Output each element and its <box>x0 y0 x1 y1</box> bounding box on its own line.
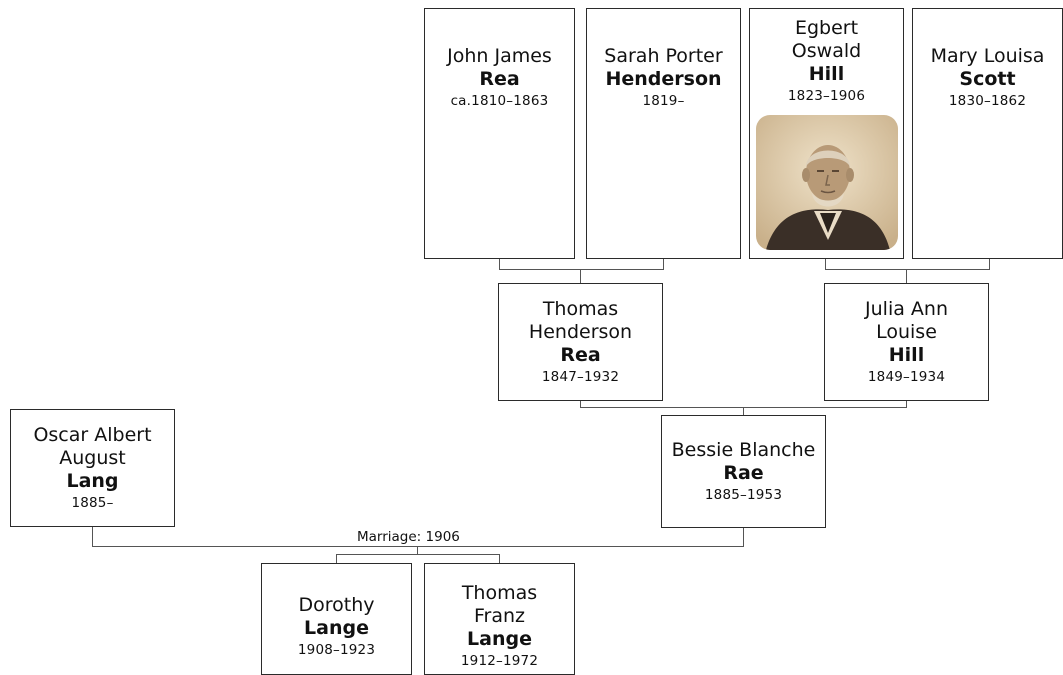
person-card-bessie-blanche-rae[interactable]: Bessie Blanche Rae 1885–1953 <box>661 415 826 528</box>
surname: Rea <box>560 344 601 366</box>
connector <box>825 269 990 270</box>
connector <box>499 258 500 270</box>
person-card-john-james-rea[interactable]: John James Rea ca.1810–1863 <box>424 8 575 259</box>
connector <box>499 554 500 564</box>
person-card-mary-louisa-scott[interactable]: Mary Louisa Scott 1830–1862 <box>912 8 1063 259</box>
surname: Hill <box>808 63 845 85</box>
given-name: Egbert Oswald <box>791 17 862 62</box>
person-card-julia-ann-louise-hill[interactable]: Julia Ann Louise Hill 1849–1934 <box>824 283 989 401</box>
given-name: Oscar Albert August <box>33 424 152 469</box>
person-card-dorothy-lange[interactable]: Dorothy Lange 1908–1923 <box>261 563 412 675</box>
surname: Rae <box>723 462 764 484</box>
person-card-egbert-oswald-hill[interactable]: Egbert Oswald Hill 1823–1906 <box>749 8 904 259</box>
given-name: Thomas Henderson <box>528 298 633 343</box>
surname: Lang <box>66 470 119 492</box>
surname: Henderson <box>605 68 722 90</box>
surname: Hill <box>888 344 925 366</box>
portrait-photo[interactable] <box>755 115 898 250</box>
connector <box>92 546 744 547</box>
surname: Scott <box>959 68 1016 90</box>
connector <box>336 554 337 564</box>
connector <box>989 258 990 270</box>
life-dates: 1830–1862 <box>948 93 1027 109</box>
connector <box>580 269 581 283</box>
connector <box>743 527 744 547</box>
life-dates: ca.1810–1863 <box>450 93 549 109</box>
surname: Lange <box>467 628 532 650</box>
given-name: John James <box>447 45 552 67</box>
life-dates: 1912–1972 <box>460 653 539 669</box>
connector <box>906 269 907 283</box>
person-card-sarah-porter-henderson[interactable]: Sarah Porter Henderson 1819– <box>586 8 741 259</box>
person-card-thomas-henderson-rea[interactable]: Thomas Henderson Rea 1847–1932 <box>498 283 663 401</box>
given-name: Julia Ann Louise <box>865 298 948 343</box>
life-dates: 1847–1932 <box>541 369 620 385</box>
life-dates: 1819– <box>642 93 685 109</box>
marriage-label: Marriage: 1906 <box>355 529 462 545</box>
connector <box>499 269 664 270</box>
connector <box>417 546 418 554</box>
connector <box>92 526 93 547</box>
given-name: Sarah Porter <box>604 45 723 67</box>
life-dates: 1908–1923 <box>297 641 376 658</box>
connector <box>743 407 744 416</box>
connector <box>906 400 907 408</box>
person-card-oscar-albert-august-lang[interactable]: Oscar Albert August Lang 1885– <box>10 409 175 527</box>
life-dates: 1823–1906 <box>787 88 866 104</box>
surname: Lange <box>304 616 369 639</box>
portrait-image <box>755 115 898 250</box>
connector <box>825 258 826 270</box>
life-dates: 1885–1953 <box>704 487 783 503</box>
given-name: Thomas Franz <box>461 582 538 627</box>
given-name: Bessie Blanche <box>671 439 816 461</box>
given-name: Mary Louisa <box>930 45 1045 67</box>
person-card-thomas-franz-lange[interactable]: Thomas Franz Lange 1912–1972 <box>424 563 575 675</box>
life-dates: 1849–1934 <box>867 369 946 385</box>
connector <box>580 400 581 408</box>
connector <box>663 258 664 270</box>
life-dates: 1885– <box>71 495 114 511</box>
given-name: Dorothy <box>298 593 375 616</box>
surname: Rea <box>479 68 520 90</box>
connector <box>336 554 500 555</box>
